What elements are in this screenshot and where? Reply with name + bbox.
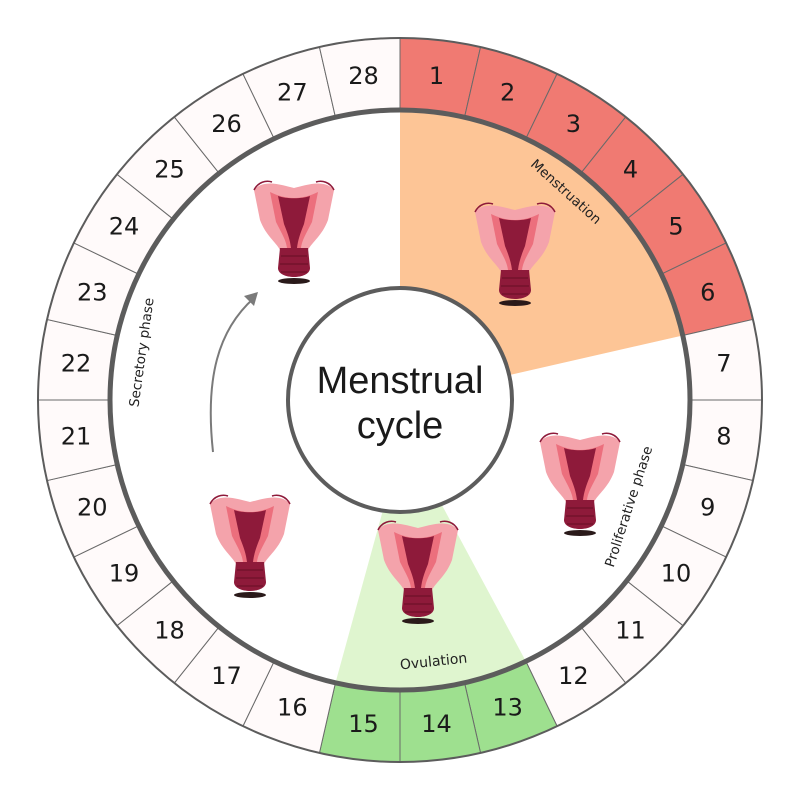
day-cell-26: 26: [173, 73, 275, 174]
day-number: 7: [716, 349, 731, 377]
day-number: 4: [623, 155, 638, 183]
day-number: 20: [77, 494, 108, 522]
day-number: 27: [277, 78, 308, 106]
center-title-line2: cycle: [357, 405, 444, 447]
day-number: 22: [61, 349, 92, 377]
day-number: 5: [668, 213, 683, 241]
day-number: 9: [700, 494, 715, 522]
day-number: 2: [500, 78, 515, 106]
secretory-phase-label: Secretory phase: [126, 297, 157, 408]
day-cell-13: 13: [463, 660, 558, 754]
day-number: 21: [61, 423, 92, 451]
day-cell-28: 28: [318, 37, 401, 118]
day-number: 24: [109, 213, 140, 241]
day-number: 19: [109, 559, 140, 587]
day-cell-22: 22: [37, 318, 118, 401]
day-number: 26: [211, 110, 242, 138]
day-number: 23: [77, 278, 108, 306]
day-number: 6: [700, 278, 715, 306]
day-number: 25: [154, 155, 185, 183]
day-cell-21: 21: [37, 399, 118, 482]
day-number: 8: [716, 423, 731, 451]
center-circle: [286, 286, 514, 514]
day-cell-14: 14: [399, 682, 482, 763]
uterus-icon-proliferative: [539, 432, 621, 537]
outer-ring-border: [37, 37, 763, 763]
ovulation-label: Ovulation: [399, 651, 468, 674]
day-number: 15: [348, 710, 379, 738]
day-number: 12: [558, 662, 589, 690]
day-number: 14: [421, 710, 452, 738]
inner-ring-border: [107, 107, 693, 693]
day-number: 10: [661, 559, 692, 587]
uterus-icon-early-secretory: [209, 494, 291, 599]
day-number: 3: [566, 110, 581, 138]
day-cell-15: 15: [318, 682, 401, 763]
curved-arrow-icon: [209, 292, 258, 453]
day-number: 1: [429, 62, 444, 90]
day-number: 13: [492, 694, 523, 722]
day-number: 17: [211, 662, 242, 690]
day-number: 16: [277, 694, 308, 722]
center-title-line1: Menstrual: [317, 360, 484, 402]
day-number: 18: [154, 617, 185, 645]
day-cell-20: 20: [46, 463, 140, 558]
day-number: 28: [348, 62, 379, 90]
uterus-icon-late-secretory: [253, 180, 335, 285]
day-number: 11: [615, 617, 646, 645]
